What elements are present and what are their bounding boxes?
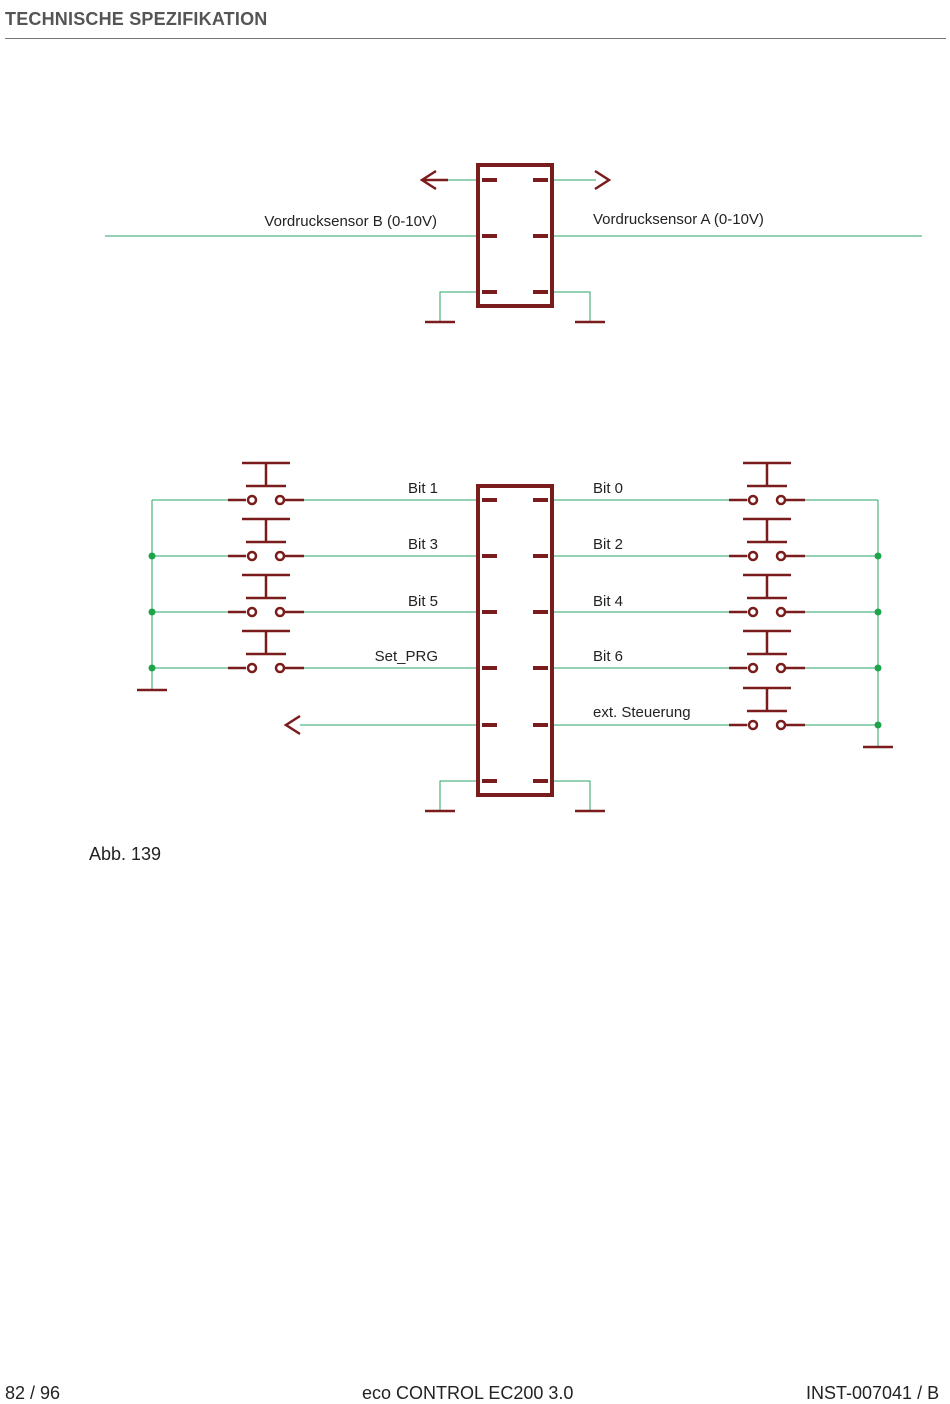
wire-junctions: [149, 553, 882, 729]
sensor-connector-diagram: Vordrucksensor B (0-10V) Vordrucksensor …: [105, 165, 922, 322]
diagram1-wires: [105, 180, 922, 322]
wiring-schematic: Vordrucksensor B (0-10V) Vordrucksensor …: [0, 0, 950, 880]
diagram2-wires: [152, 500, 878, 811]
label-bit-6: Bit 6: [593, 648, 623, 665]
label-bit-5: Bit 5: [408, 593, 438, 610]
footer-page-number: 82 / 96: [5, 1383, 60, 1404]
label-bit-1: Bit 1: [408, 480, 438, 497]
pushbuttons-right: [729, 463, 805, 729]
output-arrow: [286, 716, 300, 734]
label-bit-4: Bit 4: [593, 593, 623, 610]
label-bit-3: Bit 3: [408, 536, 438, 553]
diagram2-symbols: [137, 690, 893, 811]
footer-product: eco CONTROL EC200 3.0: [362, 1383, 573, 1404]
connector-x1: [422, 165, 609, 322]
label-vordrucksensor-b: Vordrucksensor B (0-10V): [264, 213, 437, 230]
connector-x2: [478, 486, 552, 795]
figure-caption: Abb. 139: [89, 844, 161, 865]
pushbuttons-left: [228, 463, 304, 672]
label-vordrucksensor-a: Vordrucksensor A (0-10V): [593, 211, 764, 228]
program-select-diagram: Bit 1 Bit 3 Bit 5 Set_PRG Bit 0 Bit 2 Bi…: [137, 463, 893, 811]
label-bit-0: Bit 0: [593, 480, 623, 497]
label-set-prg: Set_PRG: [375, 648, 438, 665]
label-ext-steuerung: ext. Steuerung: [593, 704, 691, 721]
footer-doc-id: INST-007041 / B: [806, 1383, 939, 1404]
label-bit-2: Bit 2: [593, 536, 623, 553]
